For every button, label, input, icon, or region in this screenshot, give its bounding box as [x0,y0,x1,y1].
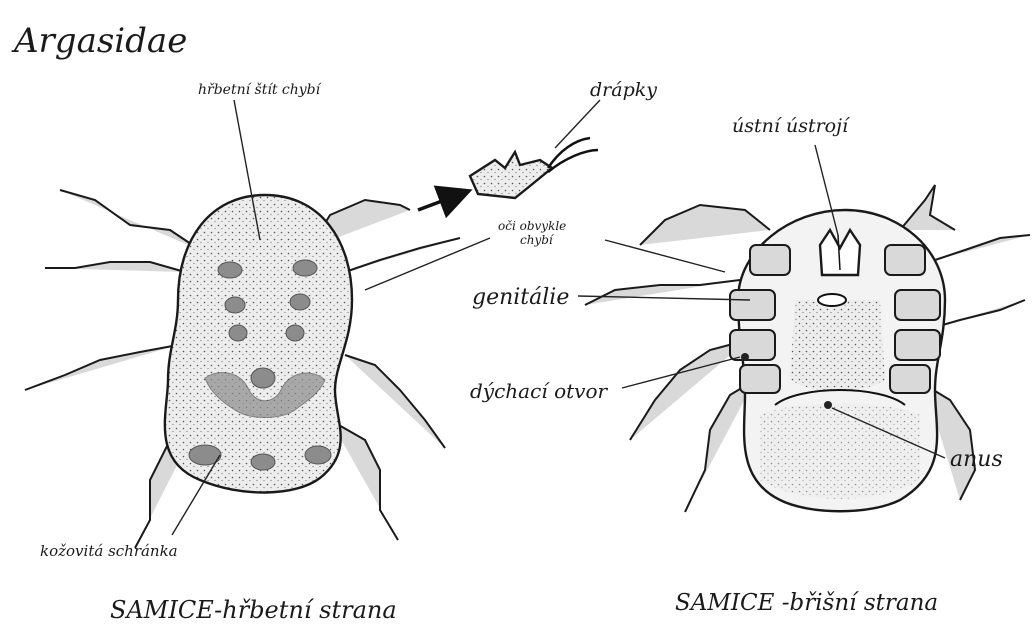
claw-detail [418,138,598,210]
caption-ventral: SAMICE -břišní strana [675,590,938,616]
dorsal-tick-figure [25,190,460,548]
genital-opening [818,294,846,306]
spiracle-opening [741,353,749,361]
anus-opening [824,401,832,409]
label-shield-missing: hřbetní štít chybí [198,82,322,98]
label-anus: anus [950,447,1003,472]
caption-dorsal: SAMICE-hřbetní strana [110,596,397,624]
label-mouthparts: ústní ústrojí [732,115,851,137]
label-genitalia: genitálie [472,285,569,310]
label-leathery-cover: kožovitá schránka [40,542,178,560]
label-eyes-line1: oči obvykle [498,219,566,233]
label-eyes-line2: chybí [520,233,555,247]
diagram-title: Argasidae [11,21,187,61]
label-claws: drápky [590,79,657,101]
label-spiracle: dýchací otvor [470,379,608,403]
detail-arrow [418,192,466,210]
